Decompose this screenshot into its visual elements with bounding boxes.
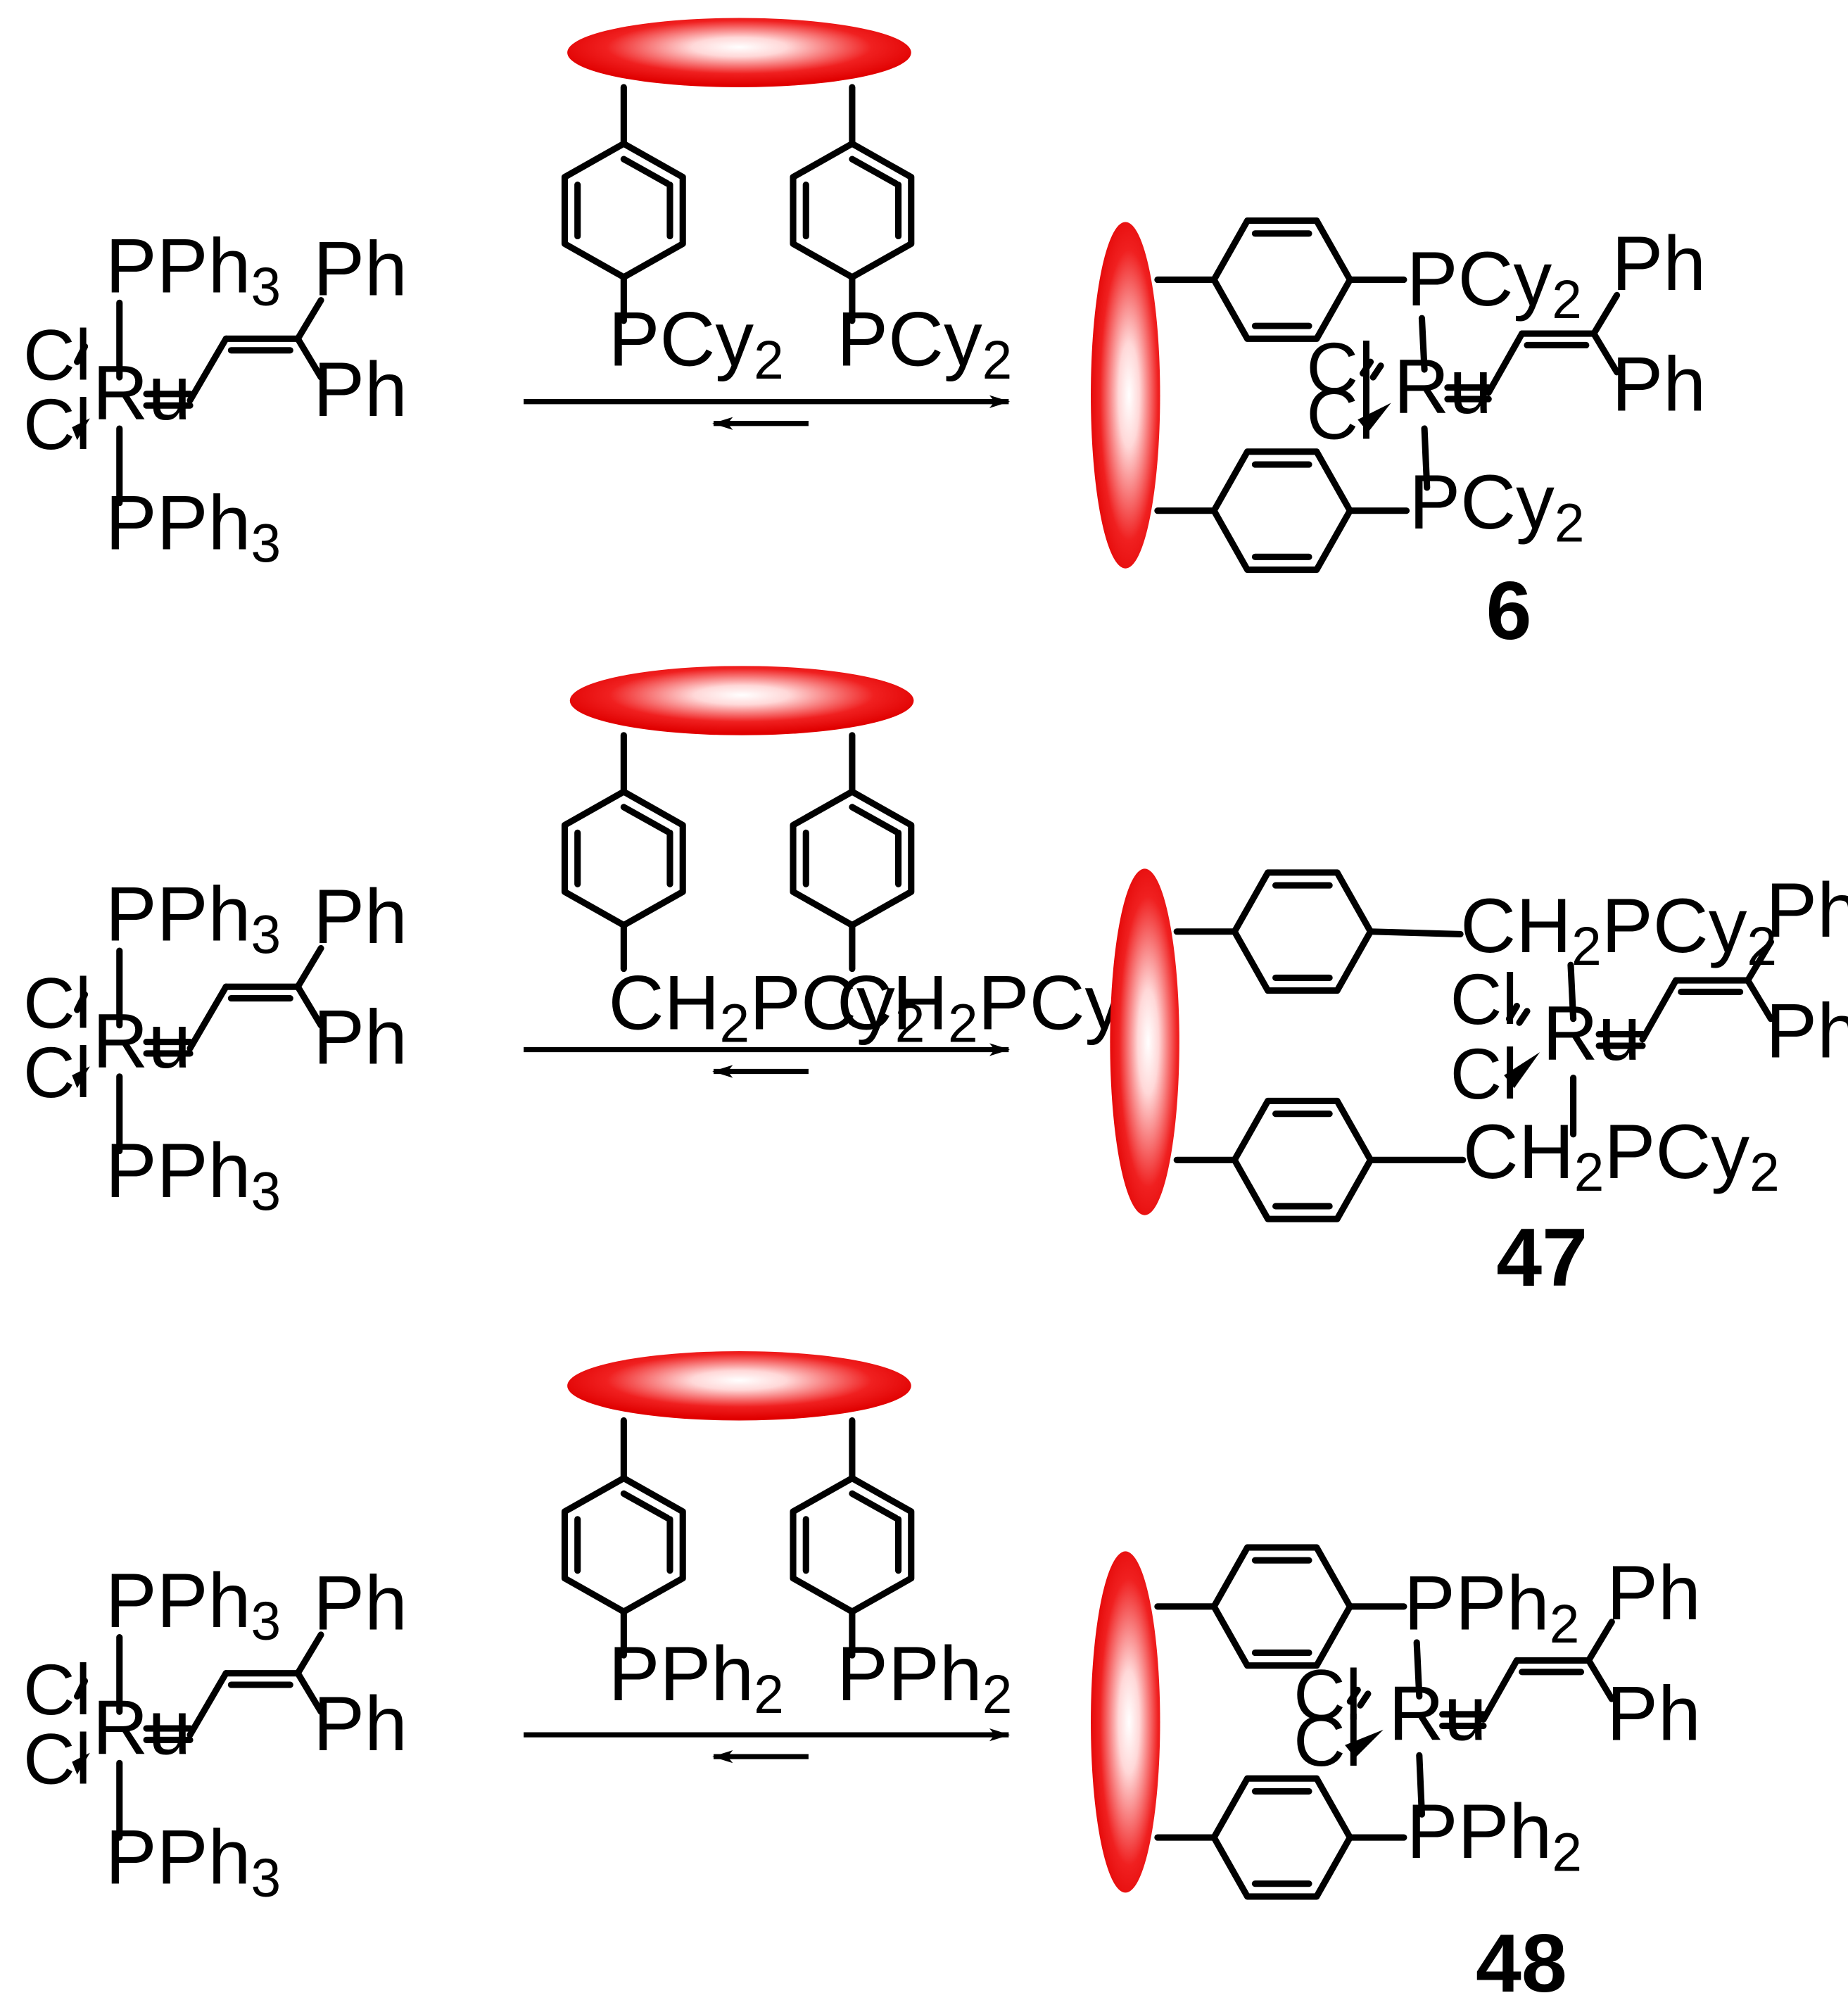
phosphine-label: PCy2	[1409, 460, 1584, 553]
phenyl-label: Ph	[1612, 341, 1706, 427]
product-complex: PPh2 Cl Ru Cl Ph Ph PPh2 48	[1091, 1544, 1701, 2009]
aryl-ring: CH2PCy2	[790, 732, 1153, 1054]
ligand-top-label: PPh3	[106, 872, 281, 966]
polymer-support	[1110, 868, 1179, 1215]
bond-c-ph	[294, 335, 324, 381]
ligand-top-label: PPh3	[106, 224, 281, 317]
phosphine-label: PCy2	[1407, 236, 1582, 330]
phosphine-label: PPh2	[1404, 1561, 1579, 1654]
bond-c-ph	[294, 297, 324, 342]
phosphine-label: PCy2	[837, 297, 1012, 391]
phenyl-label: Ph	[313, 995, 407, 1081]
product-complex: PCy2 Cl Ru Cl Ph Ph PCy2 6	[1091, 217, 1706, 657]
compound-number: 48	[1476, 1917, 1567, 2009]
phosphine-label: CH2PCy2	[608, 960, 925, 1054]
polymer-support	[569, 666, 914, 735]
phosphine-label: CH2PCy2	[1460, 883, 1777, 977]
phosphine-label: PPh2	[1407, 1789, 1582, 1883]
aryl-ring: PPh2	[790, 1417, 1012, 1725]
phenyl-label: Ph	[1607, 1671, 1701, 1757]
phenyl-label: Ph	[1612, 221, 1706, 307]
polymer-support	[567, 18, 911, 87]
aryl-ring: PCy2	[561, 84, 784, 391]
reactant-complex: PPh3 Cl Ru Cl Ph Ph PPh3	[23, 1558, 407, 1909]
reactant-complex: PPh3 Cl Ru Cl Ph Ph PPh3	[23, 872, 407, 1222]
row-2: PPh3 Cl Ru Cl Ph Ph PPh3	[23, 666, 1848, 1303]
phosphine-label: CH2PCy2	[1463, 1109, 1780, 1203]
reactant-complex: PPh3 Cl Ru Cl Ph Ph PPh3	[23, 224, 407, 574]
polymer-support	[567, 1350, 911, 1421]
aryl-ring: PPh2	[561, 1417, 784, 1725]
halide-label: Cl	[1450, 959, 1518, 1039]
row-3: PPh3 Cl Ru Cl Ph Ph PPh3	[23, 1350, 1701, 2009]
phenyl-label: Ph	[313, 226, 407, 312]
product-complex: CH2PCy2 Cl Ru Cl Ph Ph CH2PCy2 47	[1110, 868, 1848, 1303]
halide-label: Cl	[1293, 1654, 1361, 1735]
phenyl-label: Ph	[313, 347, 407, 433]
ligand-bottom-label: PPh3	[106, 1815, 281, 1909]
hashed-bond	[74, 343, 89, 365]
reagent-supported-ligand: CH2PCy2 CH2PCy2	[561, 666, 1153, 1054]
compound-number: 47	[1496, 1211, 1588, 1303]
bond-chain	[186, 335, 229, 404]
phenyl-label: Ph	[313, 1681, 407, 1767]
aryl-ring: CH2PCy2	[561, 732, 925, 1054]
phosphine-label: PCy2	[608, 297, 783, 391]
ligand-top-label: PPh3	[106, 1558, 281, 1652]
ligand-bottom-label: PPh3	[106, 480, 281, 574]
polymer-support	[1091, 222, 1160, 569]
compound-number: 6	[1486, 564, 1532, 657]
aryl-ring: PCy2	[790, 84, 1012, 391]
ligand-bottom-label: PPh3	[106, 1128, 281, 1222]
phenyl-label: Ph	[1766, 868, 1848, 954]
phenyl-label: Ph	[1607, 1550, 1701, 1636]
phenyl-label: Ph	[313, 1561, 407, 1647]
polymer-support	[1091, 1551, 1160, 1893]
row-1: PPh3 Cl Ru Cl Ph Ph PPh3	[23, 18, 1706, 657]
phosphine-label: PPh2	[837, 1631, 1012, 1725]
phosphine-label: PPh2	[608, 1631, 783, 1725]
halide-label: Cl	[1293, 1701, 1361, 1781]
reagent-supported-ligand: PPh2 PPh2	[561, 1350, 1012, 1725]
wedge-bond	[72, 418, 90, 441]
reagent-supported-ligand: PCy2 PCy2	[561, 18, 1012, 391]
phenyl-label: Ph	[313, 874, 407, 960]
phenyl-label: Ph	[1766, 988, 1848, 1074]
halide-label: Cl	[1306, 374, 1374, 455]
phosphine-label: CH2PCy2	[837, 960, 1153, 1054]
